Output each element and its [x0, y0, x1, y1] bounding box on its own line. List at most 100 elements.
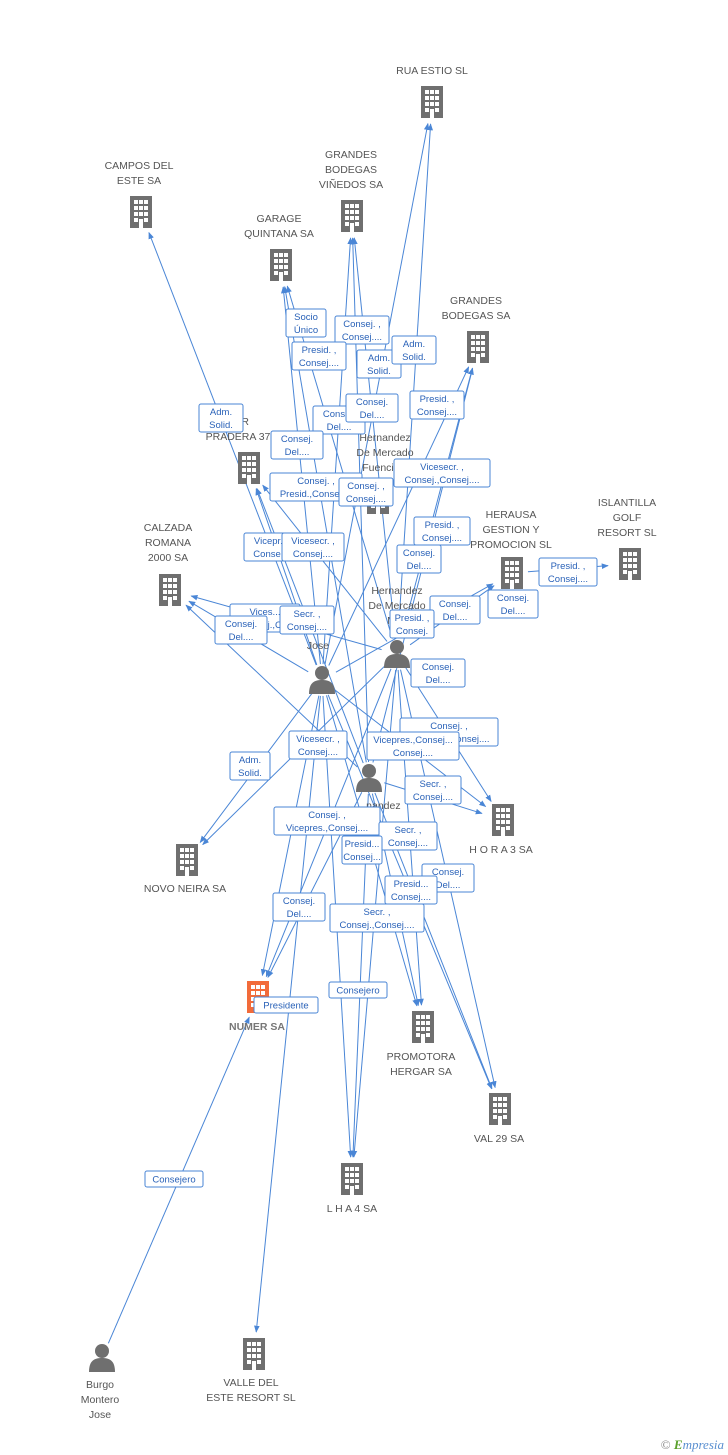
relation-text-line: Vicesecr. ,	[420, 462, 464, 473]
edge-p_jose-valle	[254, 695, 321, 1333]
node-label-line: L H A 4 SA	[327, 1203, 377, 1215]
relation-label-r7[interactable]: Presid. ,Consej....	[409, 390, 465, 420]
relation-text: Consejero	[336, 986, 379, 997]
relation-box	[253, 996, 319, 1014]
relation-label-r20[interactable]: Consej. Del....	[429, 595, 481, 625]
node-label-line: ROMANA	[145, 537, 191, 549]
relation-text: Presid. ,Consej....	[299, 345, 339, 369]
relation-label-r18[interactable]: Presid. ,Consej....	[538, 557, 598, 587]
company-node-numer[interactable]: NUMER SA	[229, 981, 285, 1033]
relation-text-line: Adm.	[210, 407, 232, 418]
node-label-line: NUMER SA	[229, 1021, 285, 1033]
company-node-val29[interactable]: VAL 29 SA	[474, 1093, 524, 1145]
node-label-line: RUA ESTIO SL	[396, 65, 468, 77]
relation-text-line: Secr. ,	[294, 609, 321, 620]
relation-label-r25[interactable]: Consej.Del....	[410, 658, 466, 688]
relation-label-r38[interactable]: Presidente	[253, 996, 319, 1014]
relation-text-line: Único	[294, 325, 318, 336]
relation-text-line: Consej...	[343, 852, 381, 863]
node-label-line: Hernandez	[359, 432, 410, 444]
relation-box	[273, 806, 381, 836]
relation-label-r22[interactable]: Secr. ,Consej....	[279, 605, 335, 635]
relation-box	[389, 609, 435, 639]
relation-label-r17[interactable]: Consej.Del....	[396, 544, 442, 574]
company-node-rua[interactable]: RUA ESTIO SL	[396, 65, 468, 118]
relation-box	[328, 981, 388, 999]
relation-text-line: Consej....	[393, 748, 433, 759]
relation-box	[341, 835, 383, 865]
relation-box	[281, 532, 345, 562]
node-label-line: H O R A 3 SA	[469, 844, 533, 856]
relation-text-line: Consej. ,	[430, 721, 468, 732]
relation-label-r33[interactable]: Presid...Consej...	[341, 835, 383, 865]
relation-label-r5[interactable]: Adm.Solid.	[391, 335, 437, 365]
company-node-lha4[interactable]: L H A 4 SA	[327, 1163, 377, 1215]
relation-label-r4[interactable]: Adm.Solid.	[356, 349, 402, 379]
relation-text-line: Consej. ,	[347, 481, 385, 492]
relation-label-r40[interactable]: Consejero	[144, 1170, 204, 1188]
relation-box	[391, 335, 437, 365]
relation-label-r9[interactable]: Consej.Del....	[345, 393, 399, 423]
relation-text: Consej.Del....	[356, 397, 388, 421]
relation-text: Secr. ,Consej....	[388, 825, 428, 849]
relation-text: Consejero	[152, 1175, 195, 1186]
node-label: NOVO NEIRA SA	[144, 883, 226, 895]
node-label-line: GRANDES	[325, 149, 377, 161]
relation-label-r10[interactable]: Consej.Del....	[270, 430, 324, 460]
relation-label-r3[interactable]: Presid. ,Consej....	[291, 341, 347, 371]
relation-label-r19[interactable]: Consej.Del....	[487, 589, 539, 619]
relation-text-line: Consej....	[548, 574, 588, 585]
node-label-line: ESTE RESORT SL	[206, 1392, 296, 1404]
relation-label-r30[interactable]: Secr. ,Consej....	[404, 775, 462, 805]
relation-text-line: Vicesecr. ,	[291, 536, 335, 547]
relation-text: Consej.Del....	[422, 662, 454, 686]
relation-text: Vicepres.,Consej...Consej....	[373, 735, 453, 759]
company-node-novo[interactable]: NOVO NEIRA SA	[144, 844, 226, 895]
relation-text-line: Consej....	[299, 358, 339, 369]
relation-text: Adm.Solid.	[238, 755, 262, 779]
relation-label-r14[interactable]: Presid. ,Consej....	[413, 516, 471, 546]
company-node-hora3[interactable]: H O R A 3 SA	[469, 804, 533, 856]
relation-label-r31[interactable]: Consej. ,Vicepres.,Consej....	[273, 806, 381, 836]
relation-label-r32[interactable]: Secr. ,Consej....	[378, 821, 438, 851]
relation-text-line: Secr. ,	[395, 825, 422, 836]
relation-label-r11[interactable]: Vicesecr. ,Consej.,Consej....	[393, 458, 491, 488]
relation-label-r39[interactable]: Consejero	[328, 981, 388, 999]
relation-label-r34[interactable]: Consej.Del....	[272, 892, 326, 922]
relation-box	[413, 516, 471, 546]
relation-text-line: Consej....	[293, 549, 333, 560]
person-node-p_third[interactable]: ...nandez	[356, 764, 401, 812]
relation-label-r23[interactable]: Consej.Del....	[214, 615, 268, 645]
edge-p_miguel-gbv	[352, 237, 396, 639]
relation-label-r36[interactable]: Presid...Consej....	[384, 875, 438, 905]
relation-box	[279, 605, 335, 635]
relation-text-line: Consej.	[432, 867, 464, 878]
relation-label-r37[interactable]: Secr. ,Consej.,Consej....	[329, 903, 425, 933]
relation-box	[366, 731, 460, 761]
relation-label-r24[interactable]: Presid. ,Consej.	[389, 609, 435, 639]
relation-label-r27[interactable]: Vicesecr. ,Consej....	[288, 730, 348, 760]
relation-label-r6[interactable]: Adm.Solid.	[198, 403, 244, 433]
relation-text: Vicepr...Conse...	[253, 536, 288, 560]
relation-text-line: Consej.	[439, 599, 471, 610]
relation-label-r29[interactable]: Vicepres.,Consej...Consej....	[366, 731, 460, 761]
relation-text-line: Del....	[443, 612, 468, 623]
relation-label-r28[interactable]: Adm.Solid.	[229, 751, 271, 781]
relation-label-r2[interactable]: Consej. ,Consej....	[334, 315, 390, 345]
relation-box	[144, 1170, 204, 1188]
relation-text: Consej.Del....	[323, 409, 355, 433]
relation-label-r16[interactable]: Vicesecr. , Consej....	[281, 532, 345, 562]
relation-label-r13[interactable]: Consej. ,Consej....	[338, 477, 394, 507]
